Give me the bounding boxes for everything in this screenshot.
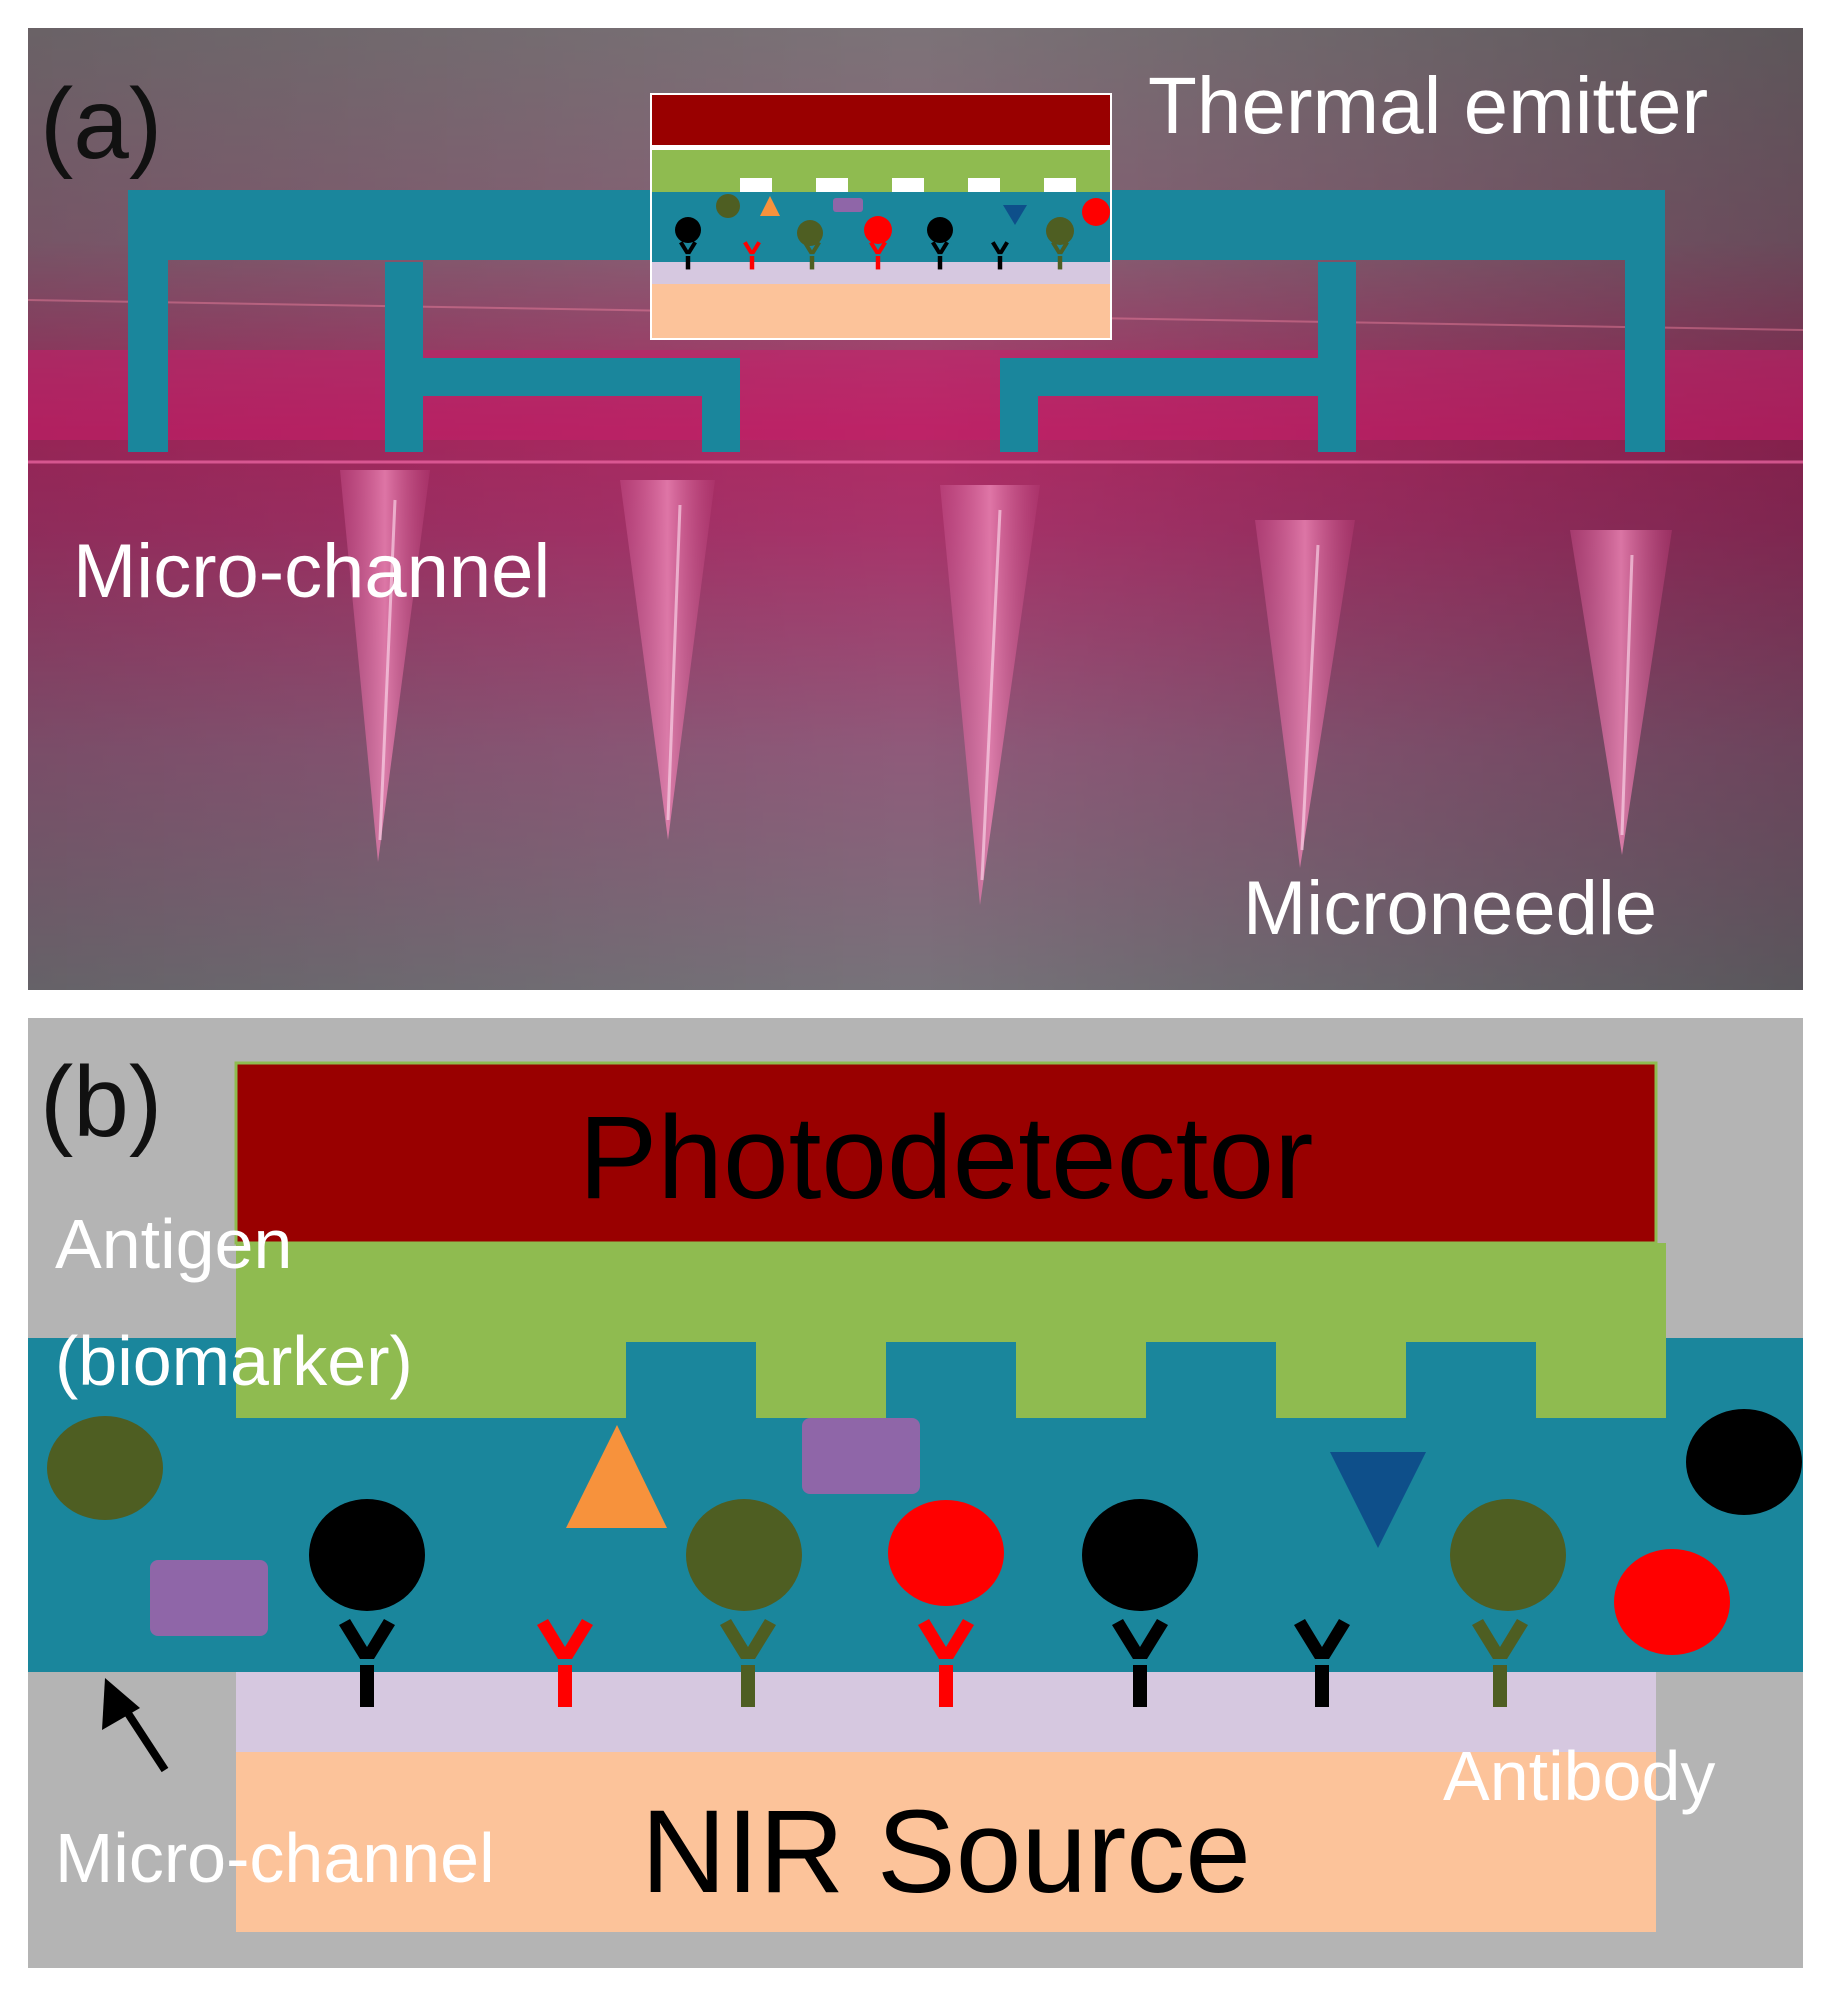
antigen-purple bbox=[150, 1560, 268, 1636]
biomarker-label: (biomarker) bbox=[55, 1322, 413, 1400]
antigen-olive bbox=[1450, 1499, 1566, 1611]
antigen-purple bbox=[802, 1418, 920, 1494]
antigen-orange-triangle bbox=[566, 1425, 667, 1528]
micro-channel-arrow bbox=[102, 1678, 169, 1773]
antigen-olive bbox=[686, 1499, 802, 1611]
antigen-black bbox=[1082, 1499, 1198, 1611]
microneedle bbox=[1255, 520, 1355, 868]
antigen-red bbox=[888, 1500, 1004, 1606]
micro-channel-label-a: Micro-channel bbox=[73, 529, 550, 614]
microneedle bbox=[620, 480, 715, 840]
thermal-emitter-inset bbox=[650, 93, 1112, 340]
nir-source-label: NIR Source bbox=[641, 1786, 1251, 1918]
micro-channel-label-b: Micro-channel bbox=[55, 1819, 495, 1897]
antigens bbox=[47, 1409, 1802, 1655]
antigen-black bbox=[309, 1499, 425, 1611]
panel-a-letter: (a) bbox=[40, 68, 162, 180]
microneedles bbox=[340, 470, 1672, 905]
thermal-emitter-label: Thermal emitter bbox=[1148, 61, 1708, 150]
antigen-label: Antigen bbox=[55, 1205, 292, 1283]
emitter-layer bbox=[652, 95, 1110, 145]
microneedle bbox=[340, 470, 430, 862]
grating-layer bbox=[652, 150, 1110, 192]
antibody-label: Antibody bbox=[1443, 1737, 1715, 1815]
antigen-red bbox=[1614, 1549, 1730, 1655]
photodetector-label: Photodetector bbox=[579, 1092, 1314, 1224]
panel-b: (b) Photodetector Antigen (biomarker) NI… bbox=[28, 1018, 1803, 1968]
micro-channel-schematic bbox=[128, 190, 1665, 452]
microneedle bbox=[1570, 530, 1672, 855]
microneedle-label: Microneedle bbox=[1243, 866, 1657, 951]
panel-b-letter: (b) bbox=[40, 1046, 162, 1158]
antigen-blue-triangle bbox=[1330, 1452, 1426, 1548]
microneedle-base-band bbox=[28, 350, 1803, 440]
antigen-olive bbox=[47, 1416, 163, 1520]
nir-source-layer bbox=[236, 1752, 1656, 1932]
panel-a: (a) Thermal emitter Micro-channel Micron… bbox=[27, 28, 1804, 990]
micro-channel bbox=[28, 1338, 1803, 1672]
grating-layer bbox=[236, 1243, 1666, 1418]
antigen-black bbox=[1686, 1409, 1802, 1515]
